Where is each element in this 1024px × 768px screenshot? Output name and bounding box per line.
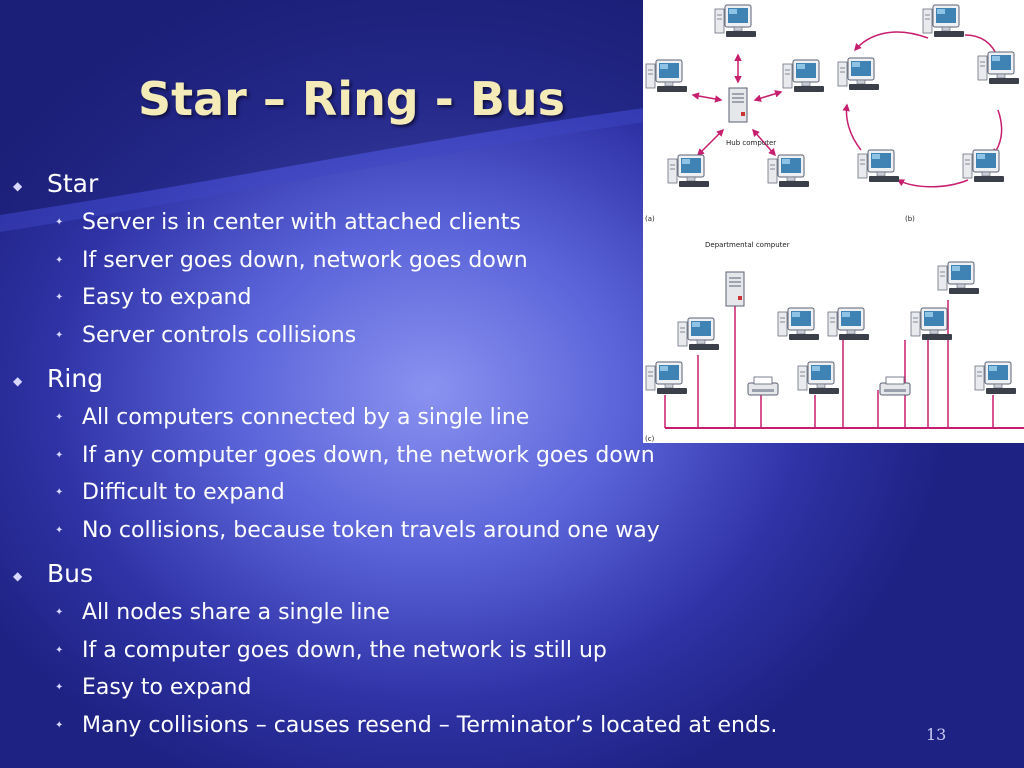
list-item: Many collisions – causes resend – Termin… bbox=[82, 713, 778, 738]
bullet-star-icon: ✦ bbox=[55, 450, 64, 461]
label-c: (c) bbox=[645, 435, 655, 443]
bullet-star-icon: ✦ bbox=[55, 255, 64, 266]
bullet-star-icon: ✦ bbox=[55, 487, 64, 498]
bullet-star-icon: ✦ bbox=[55, 217, 64, 228]
topology-diagram: Hub computer (a) (b) bbox=[645, 4, 1024, 443]
list-item: Easy to expand bbox=[82, 675, 252, 700]
hub-label: Hub computer bbox=[726, 139, 776, 147]
bullet-star-icon: ✦ bbox=[55, 720, 64, 731]
bullet-star-icon: ✦ bbox=[55, 607, 64, 618]
list-item: If server goes down, network goes down bbox=[82, 248, 528, 273]
section-heading-star: Star bbox=[47, 169, 99, 198]
list-item: Easy to expand bbox=[82, 285, 252, 310]
ring-topology: (b) bbox=[837, 4, 1020, 223]
list-item: Server is in center with attached client… bbox=[82, 210, 521, 235]
list-item: All nodes share a single line bbox=[82, 600, 390, 625]
bullet-star-icon: ✦ bbox=[55, 525, 64, 536]
bullet-diamond-icon: ◆ bbox=[13, 179, 23, 193]
bullet-star-icon: ✦ bbox=[55, 330, 64, 341]
bullet-star-icon: ✦ bbox=[55, 682, 64, 693]
list-item: Server controls collisions bbox=[82, 323, 357, 348]
list-item: All computers connected by a single line bbox=[82, 405, 530, 430]
slide-title: Star – Ring - Bus bbox=[138, 72, 566, 126]
section-heading-ring: Ring bbox=[47, 364, 104, 393]
bullet-star-icon: ✦ bbox=[55, 645, 64, 656]
bullet-diamond-icon: ◆ bbox=[13, 374, 23, 388]
label-a: (a) bbox=[645, 215, 655, 223]
list-item: If a computer goes down, the network is … bbox=[82, 638, 607, 663]
bullet-diamond-icon: ◆ bbox=[13, 569, 23, 583]
list-item: If any computer goes down, the network g… bbox=[82, 443, 655, 468]
section-heading-bus: Bus bbox=[47, 559, 94, 588]
bullet-star-icon: ✦ bbox=[55, 412, 64, 423]
star-topology: Hub computer (a) bbox=[645, 4, 825, 223]
list-item: Difficult to expand bbox=[82, 480, 285, 505]
network-topology-figure: Hub computer (a) (b) bbox=[643, 0, 1024, 443]
bullet-star-icon: ✦ bbox=[55, 292, 64, 303]
bus-topology: Departmental computer (c) bbox=[645, 241, 1024, 443]
label-b: (b) bbox=[905, 215, 915, 223]
list-item: No collisions, because token travels aro… bbox=[82, 518, 660, 543]
departmental-label: Departmental computer bbox=[705, 241, 790, 249]
page-number: 13 bbox=[926, 725, 947, 744]
